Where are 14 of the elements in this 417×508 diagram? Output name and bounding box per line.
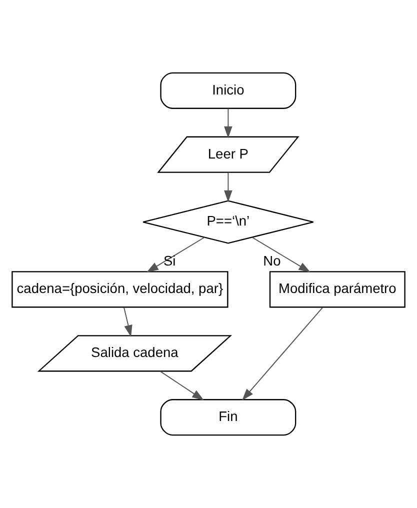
arrow — [242, 306, 324, 400]
arrow — [146, 236, 205, 272]
edge-label: Si — [163, 254, 176, 269]
arrow — [123, 306, 132, 337]
node-box: cadena={posición, velocidad, par} — [12, 271, 228, 308]
node-box: Fin — [160, 399, 296, 436]
node-diamond: P==‘\n’ — [142, 200, 314, 244]
edge-label: No — [263, 254, 281, 269]
node-box: Modifica parámetro — [269, 271, 406, 308]
node-box: Inicio — [160, 72, 296, 109]
arrow — [160, 370, 204, 400]
arrow — [224, 108, 232, 138]
arrow — [224, 172, 232, 202]
arrow — [252, 236, 311, 272]
